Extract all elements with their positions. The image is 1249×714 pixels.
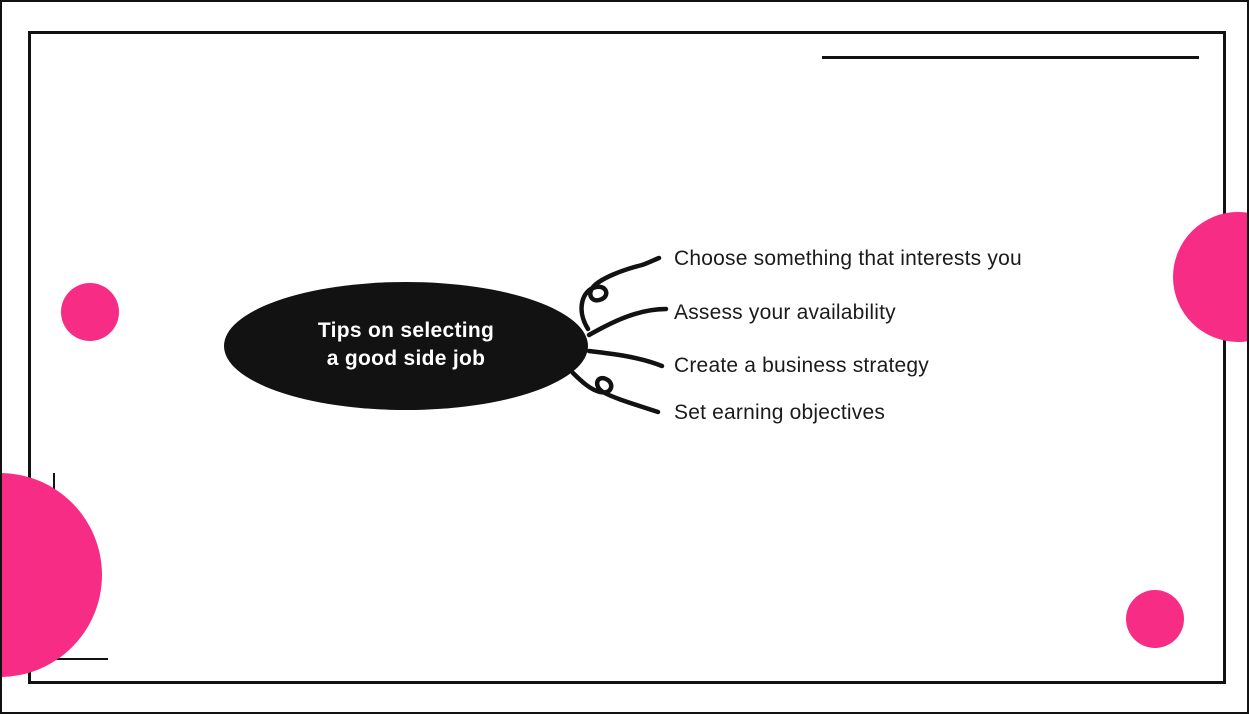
branch-label-earning-objectives: Set earning objectives — [674, 401, 886, 424]
branch-label-choose-something: Choose something that interests you — [674, 247, 1022, 270]
center-node-title: Tips on selecting a good side job — [224, 317, 588, 373]
center-node-title-line2: a good side job — [326, 347, 486, 370]
corner-bracket-horizontal — [53, 658, 108, 660]
center-node-title-line1: Tips on selecting — [317, 319, 495, 342]
branch-label-business-strategy: Create a business strategy — [674, 354, 929, 377]
inner-border-frame — [28, 31, 1226, 684]
pink-circle-bottom-right — [1126, 590, 1184, 648]
branch-label-assess-availability: Assess your availability — [674, 301, 896, 324]
top-right-divider-line — [822, 56, 1199, 59]
pink-circle-left — [61, 283, 119, 341]
